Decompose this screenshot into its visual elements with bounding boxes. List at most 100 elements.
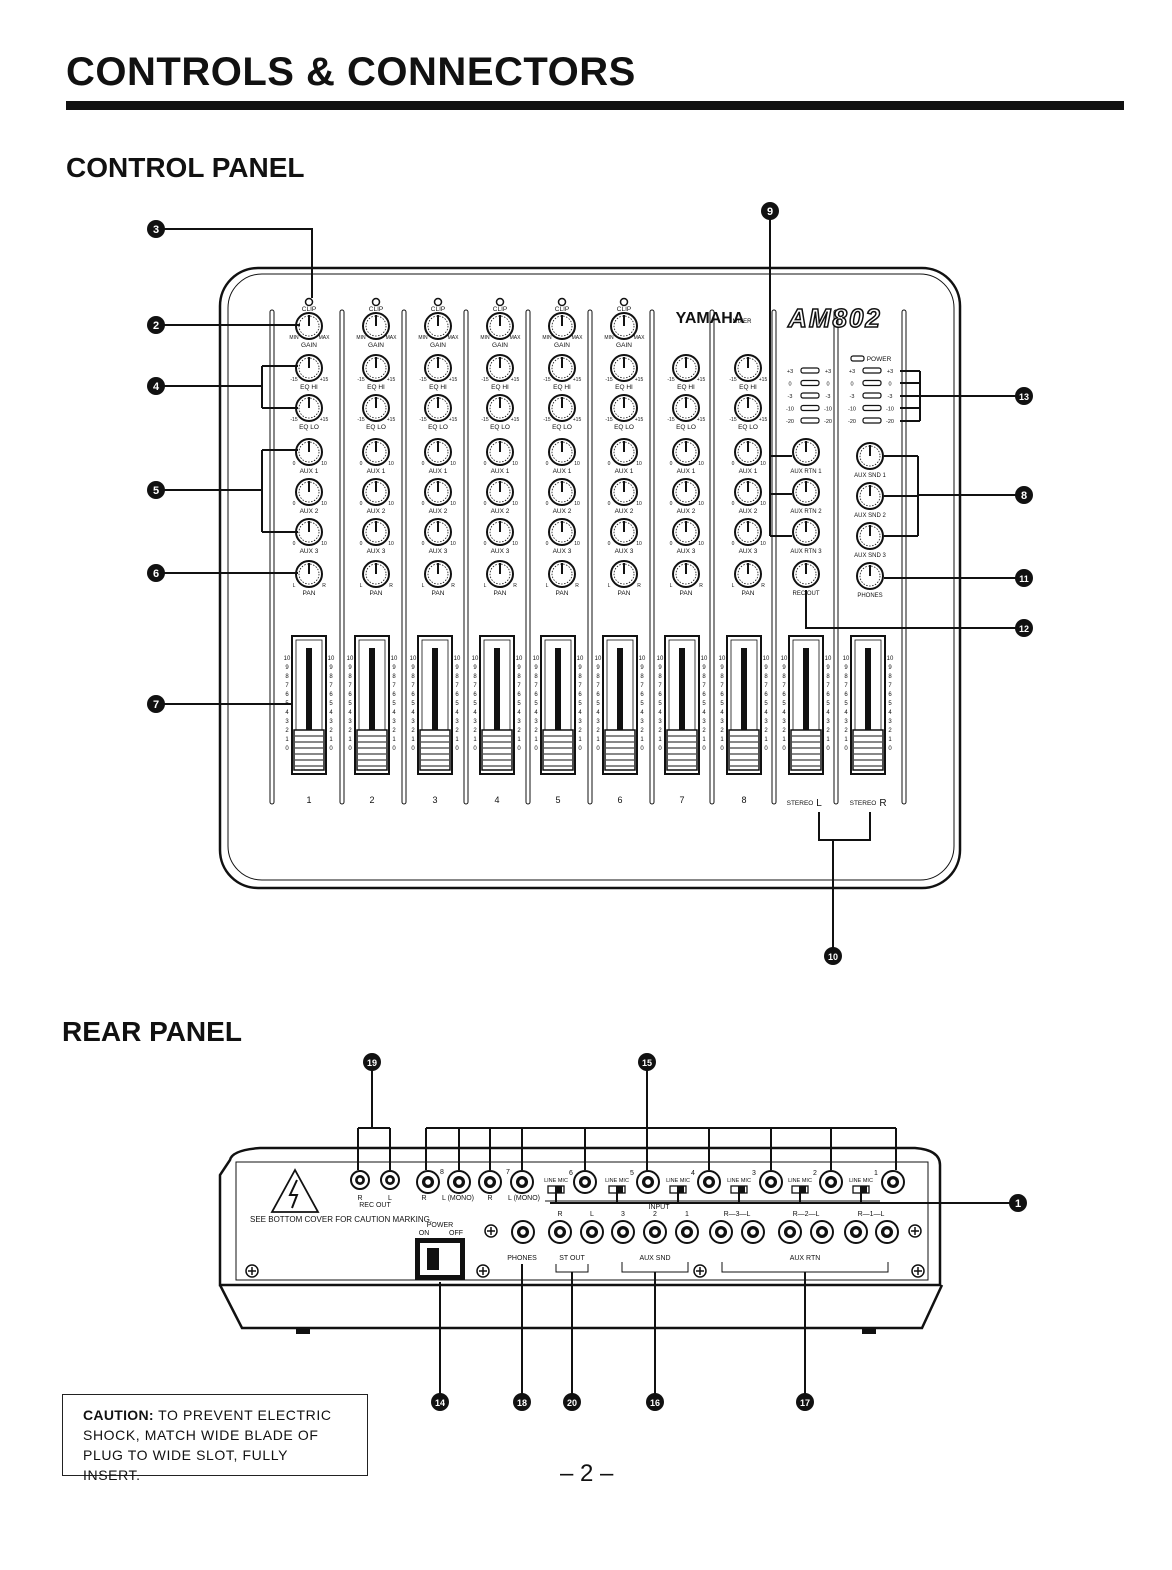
fader-scale-left: 5	[782, 701, 786, 707]
output-jack	[580, 1220, 604, 1244]
fader-scale-right: 1	[517, 737, 521, 743]
fader-scale-left: 9	[658, 665, 662, 671]
page-title: CONTROLS & CONNECTORS	[66, 50, 636, 94]
fader-scale-left: 4	[348, 710, 352, 716]
channel-knob	[734, 518, 762, 546]
callout-7: 7	[147, 695, 165, 713]
knob-label: PAN	[303, 590, 316, 597]
channel-divider	[269, 309, 275, 805]
fader-cap	[852, 729, 884, 771]
knob-scale-min: -15	[667, 377, 674, 383]
fader-scale-right: 10	[391, 656, 398, 662]
fader-scale-right: 5	[888, 701, 892, 707]
channel-knob	[362, 394, 390, 422]
knob-label: PAN	[556, 590, 569, 597]
knob-knurl	[427, 357, 449, 379]
jack-hole	[890, 1179, 896, 1185]
line-mic-switch-toggle	[799, 1186, 806, 1193]
callout-number: 19	[367, 1058, 377, 1068]
knob-label: AUX 3	[677, 548, 696, 555]
jack-label: R—3—L	[724, 1211, 751, 1218]
fader-scale-left: 0	[534, 746, 538, 752]
fader-scale-right: 5	[329, 701, 333, 707]
channel-knob	[295, 478, 323, 506]
meter-scale-left: +3	[787, 369, 793, 375]
knob-scale-min: -15	[667, 417, 674, 423]
rear-bottom-edge	[218, 1284, 944, 1330]
knob-scale-min: -15	[419, 417, 426, 423]
fader-scale-right: 4	[578, 710, 582, 716]
meter-scale-right: +3	[825, 369, 831, 375]
knob-scale-max: +15	[759, 417, 768, 423]
page-number: – 2 –	[560, 1460, 614, 1487]
fader-scale-left: 6	[782, 692, 786, 698]
fader-scale-right: 5	[455, 701, 459, 707]
fader-scale-left: 2	[534, 728, 538, 734]
clip-label: CLIP	[617, 306, 631, 313]
channel-divider	[463, 309, 469, 805]
knob-scale-min: MIN	[289, 335, 299, 341]
fader-scale-right: 2	[764, 728, 768, 734]
knob-label: PAN	[618, 590, 631, 597]
meter-led	[862, 379, 882, 387]
fader-scale-left: 8	[782, 674, 786, 680]
callout-11: 11	[1015, 569, 1033, 587]
fader-scale-right: 8	[888, 674, 892, 680]
master-knob	[792, 518, 820, 546]
fader-scale-left: 7	[285, 683, 289, 689]
fader-scale-left: 3	[844, 719, 848, 725]
callout-number: 2	[153, 320, 159, 332]
fader-scale-left: 0	[720, 746, 724, 752]
knob-knurl	[298, 481, 320, 503]
fader-scale-right: 7	[702, 683, 706, 689]
knob-scale-min: 0	[484, 501, 487, 507]
fader-scale-right: 10	[701, 656, 708, 662]
knob-knurl	[298, 441, 320, 463]
brand-name: YAMAHA	[676, 310, 745, 327]
fader-scale-left: 9	[782, 665, 786, 671]
knob-label: AUX 1	[300, 468, 319, 475]
master-knob	[792, 478, 820, 506]
fader-scale-left: 7	[348, 683, 352, 689]
channel-number: 5	[630, 1170, 634, 1177]
fader-scale-left: 8	[844, 674, 848, 680]
callout-17: 17	[796, 1393, 814, 1411]
channel-knob	[486, 518, 514, 546]
fader-scale-left: 7	[782, 683, 786, 689]
knob-label: PAN	[680, 590, 693, 597]
input-l-mono: L (MONO)	[508, 1195, 540, 1202]
channel-knob	[734, 438, 762, 466]
screw	[908, 1224, 922, 1238]
jack-label: R—2—L	[793, 1211, 820, 1218]
output-jack	[548, 1220, 572, 1244]
meter-scale-right: -10	[824, 407, 832, 413]
knob-scale-max: +15	[387, 417, 396, 423]
knob-scale-max: 10	[388, 501, 394, 507]
knob-scale-max: +15	[320, 377, 329, 383]
knob-scale-max: MAX	[386, 335, 398, 341]
knob-scale-max: 10	[636, 541, 642, 547]
fader-scale-right: 3	[329, 719, 333, 725]
knob-scale-min: 0	[546, 501, 549, 507]
knob-scale-min: -15	[543, 417, 550, 423]
knob-scale-min: MIN	[604, 335, 614, 341]
fader-scale-left: 1	[658, 737, 662, 743]
knob-label: EQ LO	[366, 424, 386, 431]
fader-scale-left: 2	[596, 728, 600, 734]
fader-scale-left: 8	[348, 674, 352, 680]
fader-scale-left: 9	[534, 665, 538, 671]
input-jack	[510, 1170, 534, 1194]
channel-number: 4	[691, 1170, 695, 1177]
screw	[484, 1224, 498, 1238]
power-led-label: POWER	[867, 356, 892, 363]
knob-label: EQ LO	[428, 424, 448, 431]
knob-knurl	[859, 445, 881, 467]
knob-scale-max: 10	[698, 541, 704, 547]
knob-label: EQ LO	[490, 424, 510, 431]
knob-scale-max: +15	[511, 417, 520, 423]
knob-scale-min: MIN	[418, 335, 428, 341]
fader-scale-left: 2	[720, 728, 724, 734]
fader-scale-right: 2	[888, 728, 892, 734]
